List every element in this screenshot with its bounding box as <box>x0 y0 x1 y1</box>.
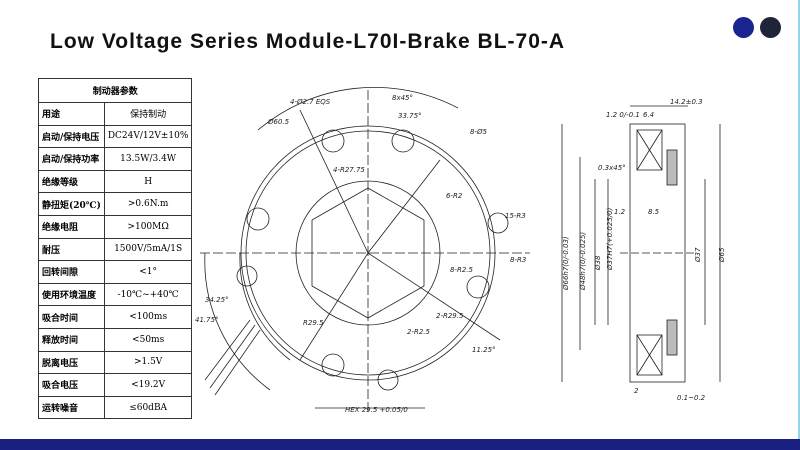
table-row: 脱离电压>1.5V <box>38 350 193 375</box>
dimension-label: 33.75° <box>398 112 422 120</box>
slide-edge-accent <box>798 0 800 450</box>
dimension-label: 1.2 0/-0.1 <box>606 111 640 119</box>
decor-dot-blue <box>733 17 754 38</box>
dimension-label: Ø38 <box>594 255 602 271</box>
table-row: 使用环境温度-10℃~+40℃ <box>38 282 193 307</box>
param-name: 启动/保持电压 <box>38 124 105 149</box>
front-view <box>200 86 530 415</box>
table-row: 运转噪音≤60dBA <box>38 395 193 420</box>
dimension-label: 8-Ø5 <box>470 128 487 136</box>
table-row: 绝缘电阻>100MΩ <box>38 214 193 239</box>
dimension-label: 8-R2.5 <box>450 266 474 274</box>
dimension-label: Ø37H7(+0.025/0) <box>606 207 614 271</box>
dimension-label: 6-R2 <box>446 192 463 200</box>
dimension-label: 6.4 <box>643 111 654 119</box>
dimension-label: 4-Ø2.7 EQS <box>290 98 331 106</box>
dimension-label: 11.25° <box>472 346 496 354</box>
param-value: >100MΩ <box>103 214 193 239</box>
dimension-label: 34.25° <box>205 296 229 304</box>
table-row: 静扭矩(20℃)>0.6N.m <box>38 192 193 216</box>
dimension-label: 15-R3 <box>505 212 526 220</box>
dimension-label: 8.5 <box>648 208 660 216</box>
param-value: >0.6N.m <box>103 192 193 216</box>
decor-dot-dark <box>760 17 781 38</box>
dimension-label: 8-R3 <box>510 256 526 264</box>
dimension-label: 41.75° <box>195 316 219 324</box>
dimension-label: 2-R29.5 <box>436 312 464 320</box>
dimension-label: HEX 29.5 +0.05/0 <box>345 406 408 414</box>
table-header: 制动器参数 <box>37 78 193 103</box>
dimension-label: 4-R27.75 <box>333 166 365 174</box>
dimension-label: R29.5 <box>303 319 324 327</box>
dimension-label: 1.2 <box>614 208 626 216</box>
dimension-label: Ø65 <box>718 247 726 263</box>
dimension-label: Ø66h7(0/-0.03) <box>562 236 570 291</box>
dimension-label: Ø37 <box>694 247 702 263</box>
dimension-label: Ø48h7(0/-0.025) <box>579 232 587 291</box>
footer-bar <box>0 439 800 450</box>
table-row: 吸合时间<100ms <box>38 305 193 329</box>
dimension-label: 2 <box>634 387 639 395</box>
param-name: 运转噪音 <box>38 395 105 420</box>
dimension-label: Ø60.5 <box>267 118 290 126</box>
table-row: 吸合电压<19.2V <box>38 373 193 397</box>
dimension-label: 14.2±0.3 <box>670 98 703 106</box>
param-value: ≤60dBA <box>103 395 193 420</box>
dimension-label: 0.1~0.2 <box>677 394 706 402</box>
page-title: Low Voltage Series Module-L70I-Brake BL-… <box>50 30 566 53</box>
side-view <box>561 105 721 383</box>
dimension-label: 8x45° <box>392 94 413 102</box>
dimension-label: 2-R2.5 <box>407 328 431 336</box>
dimension-label: 0.3x45° <box>598 164 626 172</box>
table-row: 释放时间<50ms <box>38 327 193 352</box>
